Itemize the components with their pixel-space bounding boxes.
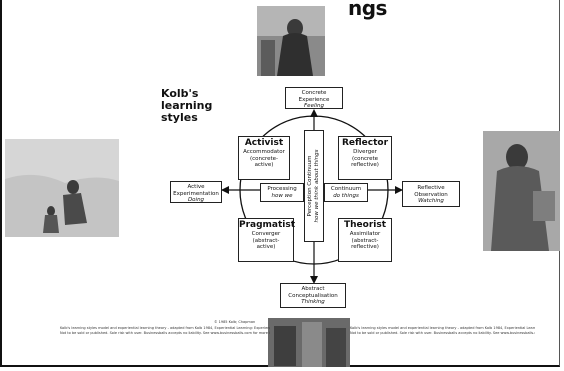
perception-label: Perception Continuum [307,155,313,217]
title-line: styles [161,111,198,124]
style-desc: (abstract- [351,237,379,244]
processing-sub: how we [271,193,293,199]
style-type: Diverger [353,149,377,155]
style-type: Converger [251,231,281,237]
processing-continuum-right: Continuum do things [324,183,368,202]
style-desc: (abstract- [252,237,280,244]
footer-line-2b: Not to be sold or published. Sole risk w… [350,331,535,335]
processing-continuum-left: Processing how we [260,183,304,202]
diagram-title: Kolb's learning styles [161,88,221,124]
footer-copyright: © 1985 Kolb; Chapman [214,320,256,324]
stage-line: Experimentation [173,190,219,197]
stage-line: Reflective [417,185,445,191]
stage-concrete-experience: Concrete Experience Feeling [285,87,343,109]
stage-verb: Feeling [304,103,324,109]
photo-right-image [483,131,560,251]
style-desc: active) [256,244,276,250]
photo-bottom [268,318,350,367]
arrow-right [395,186,403,194]
stage-verb: Thinking [301,299,325,305]
photo-right [483,131,560,251]
style-desc: active) [254,162,274,168]
style-desc: (concrete- [249,155,279,162]
style-activist: Activist Accommodator (concrete- active) [238,136,290,180]
stage-verb: Doing [187,197,205,203]
style-desc: (concrete [351,155,379,162]
style-name: Activist [244,138,284,148]
arrow-top [310,109,318,117]
stage-reflective-observation: Reflective Observation Watching [402,181,460,207]
style-name: Theorist [343,220,387,230]
slide-heading-fragment: ngs [348,0,387,20]
stage-line: Observation [414,191,448,198]
arrow-bottom [310,276,318,284]
photo-top-image [257,6,325,76]
processing-right-label: Continuum [330,186,362,192]
stage-abstract-conceptualisation: Abstract Conceptualisation Thinking [280,283,346,308]
title-line: learning [161,99,213,112]
perception-continuum: Perception Continuum how we think about … [304,130,324,242]
style-type: Accommodator [243,149,285,155]
perception-sub: how we think about things [314,149,320,223]
stage-line: Conceptualisation [288,292,338,299]
style-desc: reflective) [351,244,379,250]
arrow-left [221,186,229,194]
perception-text: Perception Continuum how we think about … [307,131,321,241]
stage-line: Abstract [301,286,325,292]
style-theorist: Theorist Assimilator (abstract- reflecti… [338,218,392,262]
stage-line: Concrete [301,90,327,96]
style-type: Assimilator [349,231,381,237]
style-pragmatist: Pragmatist Converger (abstract- active) [238,218,296,262]
stage-active-experimentation: Active Experimentation Doing [170,181,222,203]
style-name: Reflector [341,138,389,148]
photo-left [5,139,119,237]
photo-left-image [5,139,119,237]
footer-line-2: Not to be sold or published. Sole risk w… [60,331,270,335]
style-reflector: Reflector Diverger (concrete reflective) [338,136,392,180]
title-line: Kolb's [161,87,199,100]
stage-verb: Watching [418,198,444,204]
style-desc: reflective) [351,162,379,168]
style-name: Pragmatist [239,220,296,230]
footer-line-1b: Kolb's learning styles model and experie… [350,326,535,330]
footer-line-1: Kolb's learning styles model and experie… [60,326,270,330]
processing-label: Processing [267,186,297,192]
stage-line: Experience [298,96,330,103]
processing-right-sub: do things [333,193,359,199]
photo-bottom-image [268,318,350,367]
stage-line: Active [187,184,205,190]
photo-top [257,6,325,76]
